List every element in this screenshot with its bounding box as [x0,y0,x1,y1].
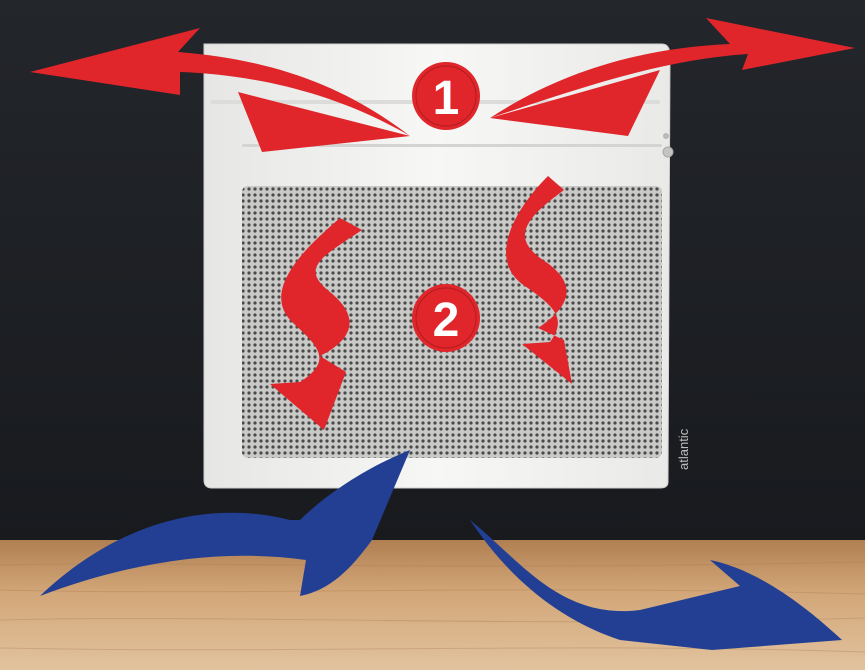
badge-1-number: 1 [433,72,460,125]
badge-1: 1 [412,62,480,130]
badge-2-number: 2 [433,294,460,347]
indicator-light-icon [663,133,669,139]
badge-2: 2 [412,284,480,352]
brand-logo-text: atlantic [676,428,691,470]
control-knob-icon [663,147,673,157]
